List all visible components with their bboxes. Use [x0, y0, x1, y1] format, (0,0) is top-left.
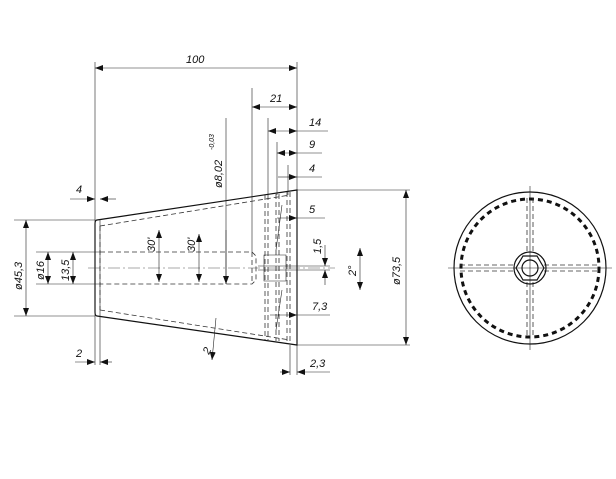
- dim-1-5: 1,5: [312, 238, 324, 254]
- dim-13-5: 13,5: [60, 259, 72, 281]
- dimension-labels: 100 21 14 9 4 5 7,3 2,3 4 2 2 ø45,3 ø16 …: [13, 54, 403, 370]
- dim-tolerance: -0,03: [209, 134, 216, 150]
- dim-dia-45-3: ø45,3: [13, 261, 25, 290]
- cone-outline: [94, 189, 298, 346]
- rib-slant: [275, 204, 283, 331]
- dimension-lines: [23, 65, 409, 375]
- dim-taper-30-b: 30': [186, 237, 198, 252]
- hub-bore: [521, 259, 539, 277]
- dim-angle-2: 2°: [347, 265, 359, 277]
- dim-dia-73-5: ø73,5: [391, 256, 403, 285]
- inner-wall: [99, 194, 291, 341]
- dim-2-left: 2: [75, 348, 82, 360]
- dim-2-3: 2,3: [309, 358, 326, 370]
- dim-9: 9: [309, 139, 315, 151]
- dim-dia-8-02: ø8,02: [213, 160, 225, 188]
- dim-100: 100: [186, 54, 205, 66]
- hub-outer: [513, 251, 547, 285]
- hex-nut-icon: [515, 255, 545, 281]
- ribs: [264, 192, 291, 343]
- cross-ribs: [460, 198, 600, 338]
- dim-4-right: 4: [309, 163, 315, 175]
- dim-21: 21: [269, 93, 282, 105]
- dim-5: 5: [309, 204, 316, 216]
- end-view: [448, 186, 612, 350]
- dim-7-3: 7,3: [312, 301, 328, 313]
- side-view: [88, 189, 335, 346]
- dim-dia-16: ø16: [35, 260, 47, 280]
- hub-insert: [258, 254, 330, 282]
- dim-wall-2: 2: [200, 346, 214, 358]
- dim-taper-30-a: 30': [146, 237, 158, 252]
- dim-14: 14: [309, 117, 321, 129]
- extension-lines: [14, 62, 410, 375]
- dim-4-left: 4: [76, 184, 82, 196]
